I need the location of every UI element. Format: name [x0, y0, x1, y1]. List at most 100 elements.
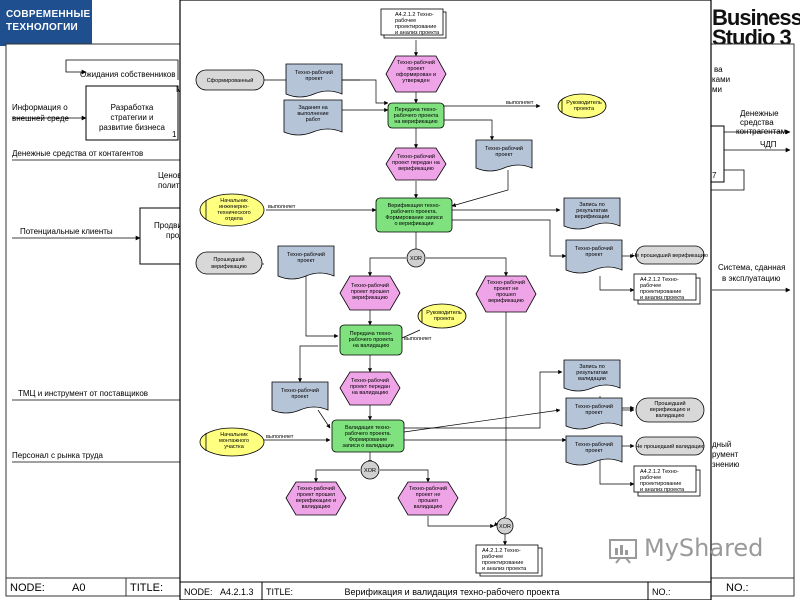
- myshared-watermark: MyShared: [644, 534, 764, 562]
- svg-text:Не прошедший валидацию: Не прошедший валидацию: [635, 443, 704, 450]
- document-record-verification: Запись по результатам верификации: [563, 197, 621, 230]
- svg-text:проект: проект: [585, 448, 603, 454]
- process-box-2: [139, 207, 183, 265]
- document-project-4: Техно-рабочий проект: [277, 245, 335, 280]
- svg-text:рабочее: рабочее: [482, 554, 503, 560]
- epc-diagram: А4.2.1.2 Техно- рабочее проектирование и…: [179, 0, 712, 600]
- svg-text:проект: проект: [407, 66, 425, 72]
- svg-text:записи о валидации: записи о валидации: [342, 443, 393, 449]
- event-approved: Техно-рабочий проект оформирован и утвер…: [385, 55, 447, 93]
- event-transferred-verification: Техно-рабочий проект передан на верифика…: [385, 147, 447, 181]
- svg-text:Техно-рабочий: Техно-рабочий: [287, 251, 325, 258]
- svg-text:результатам: результатам: [576, 370, 608, 376]
- business-studio-logo: Business Studio 3: [712, 7, 800, 49]
- xor-gate-3: XOR: [496, 517, 514, 535]
- company-logo: СОВРЕМЕННЫЕ ТЕХНОЛОГИИ: [0, 0, 92, 46]
- svg-text:на валидацию: на валидацию: [352, 390, 388, 396]
- svg-text:и анализ проекта: и анализ проекта: [395, 30, 440, 36]
- svg-text:Формирование записи: Формирование записи: [385, 215, 442, 221]
- svg-text:Не прошедший верификацию: Не прошедший верификацию: [632, 252, 708, 259]
- svg-text:отдела: отдела: [225, 216, 244, 222]
- role-mounting-head: Начальник монтажного участка: [199, 427, 265, 457]
- svg-text:верификацию: верификацию: [352, 295, 388, 301]
- process-box-2-label-1: Продви: [154, 221, 182, 230]
- svg-text:инженерно-: инженерно-: [219, 204, 249, 210]
- svg-text:утвержден: утвержден: [402, 78, 429, 84]
- svg-text:Верификация техно-: Верификация техно-: [388, 203, 441, 209]
- svg-text:XOR: XOR: [499, 524, 511, 530]
- node-label: NODE:: [184, 587, 213, 597]
- svg-text:Задания на: Задания на: [298, 105, 328, 111]
- svg-text:Прошедший: Прошедший: [654, 400, 685, 407]
- output-label-1c: контрагентам: [736, 127, 786, 136]
- svg-text:А4.2.1.2 Техно-: А4.2.1.2 Техно-: [482, 548, 521, 554]
- svg-text:проект: проект: [305, 76, 323, 82]
- event-passed-both: Техно-рабочий проект прошел верификацию …: [285, 481, 347, 516]
- svg-text:Техно-рабочий: Техно-рабочий: [397, 153, 435, 160]
- function-transfer-verification: Передача техно- рабочего проекта на вери…: [387, 102, 445, 129]
- svg-text:прошел: прошел: [496, 292, 516, 298]
- input-label-2: Денежные средства от контагентов: [12, 149, 143, 158]
- svg-text:верификацию: верификацию: [488, 298, 524, 304]
- svg-text:XOR: XOR: [364, 468, 376, 474]
- svg-text:проекта: проекта: [574, 106, 595, 112]
- background-node-value: A0: [72, 582, 85, 594]
- svg-text:технического: технического: [217, 210, 250, 216]
- price-label-1: Ценова: [158, 171, 186, 180]
- svg-text:проект не: проект не: [416, 492, 441, 498]
- svg-text:Техно-рабочий: Техно-рабочий: [487, 279, 525, 286]
- svg-text:рабочее: рабочее: [640, 475, 661, 481]
- svg-text:проект прошел: проект прошел: [297, 492, 335, 498]
- output-label-4b: румент: [712, 450, 739, 459]
- svg-text:Техно-рабочий: Техно-рабочий: [281, 387, 319, 394]
- svg-text:валидацию: валидацию: [302, 504, 331, 510]
- event-not-passed-verification: Техно-рабочий проект не прошел верификац…: [475, 275, 537, 313]
- svg-text:Техно-рабочий: Техно-рабочий: [351, 282, 389, 289]
- svg-text:проект не: проект не: [494, 286, 519, 292]
- svg-text:Сформированный: Сформированный: [207, 77, 254, 84]
- svg-text:XOR: XOR: [410, 256, 422, 262]
- input-label-1b: внешней среде: [12, 114, 69, 123]
- performs-label-2: выполняет: [268, 204, 296, 210]
- process-box-1: [85, 85, 179, 141]
- svg-text:Начальник: Начальник: [220, 198, 248, 204]
- svg-text:Передача техно-: Передача техно-: [350, 331, 393, 337]
- process-box-1-number: 1: [172, 130, 177, 139]
- link-back-1: А4.2.1.2 Техно- рабочее проектирование и…: [633, 273, 701, 305]
- svg-text:верификацию: верификацию: [211, 264, 247, 270]
- svg-text:Техно-рабочий: Техно-рабочий: [409, 485, 447, 492]
- output-label-1a: Денежные: [740, 109, 779, 118]
- output-label-3b: в эксплуатацию: [722, 274, 780, 283]
- process-box-1-label-2: стратегии и: [111, 113, 154, 122]
- link-bottom: А4.2.1.2 Техно- рабочее проектирование и…: [475, 544, 543, 577]
- document-project-7: Техно-рабочий проект: [565, 435, 623, 466]
- performs-label-1: выполняет: [506, 100, 534, 106]
- svg-text:верификации: верификации: [575, 214, 610, 220]
- document-record-validation: Запись по результатам валидации: [563, 359, 621, 392]
- svg-text:валидации: валидации: [578, 376, 606, 382]
- node-value: A4.2.1.3: [220, 587, 254, 597]
- event-not-passed-validation: Техно-рабочий проект не прошел валидацию: [397, 481, 459, 516]
- process-box-7-number: 7: [712, 171, 717, 180]
- svg-text:верификацию и: верификацию и: [296, 498, 336, 504]
- state-formed: Сформированный: [195, 69, 265, 91]
- svg-text:проектирование: проектирование: [482, 560, 523, 566]
- feedback-arrow: [65, 59, 179, 80]
- svg-text:Начальник: Начальник: [220, 432, 248, 438]
- svg-text:работ: работ: [306, 117, 321, 123]
- document-project-6: Техно-рабочий проект: [565, 397, 623, 430]
- svg-text:Запись по: Запись по: [579, 202, 605, 208]
- function-verification: Верификация техно- рабочего проекта. Фор…: [375, 197, 453, 233]
- svg-text:валидацию: валидацию: [414, 504, 443, 510]
- output-label-4a: дный: [712, 440, 731, 449]
- function-transfer-validation: Передача техно- рабочего проекта на вали…: [339, 324, 403, 356]
- background-node-label: NODE:: [10, 582, 45, 594]
- title-label: TITLE:: [266, 587, 293, 597]
- document-tasks: Задания на выполнение работ: [283, 99, 343, 136]
- svg-text:рабочего проекта: рабочего проекта: [394, 113, 440, 119]
- document-project-3: Техно-рабочий проект: [565, 239, 623, 274]
- svg-text:проект: проект: [495, 152, 513, 158]
- event-transferred-validation: Техно-рабочий проект передан на валидаци…: [339, 371, 401, 406]
- svg-text:Техно-рабочий: Техно-рабочий: [575, 245, 613, 252]
- role-project-manager: Руководитель проекта: [557, 93, 607, 119]
